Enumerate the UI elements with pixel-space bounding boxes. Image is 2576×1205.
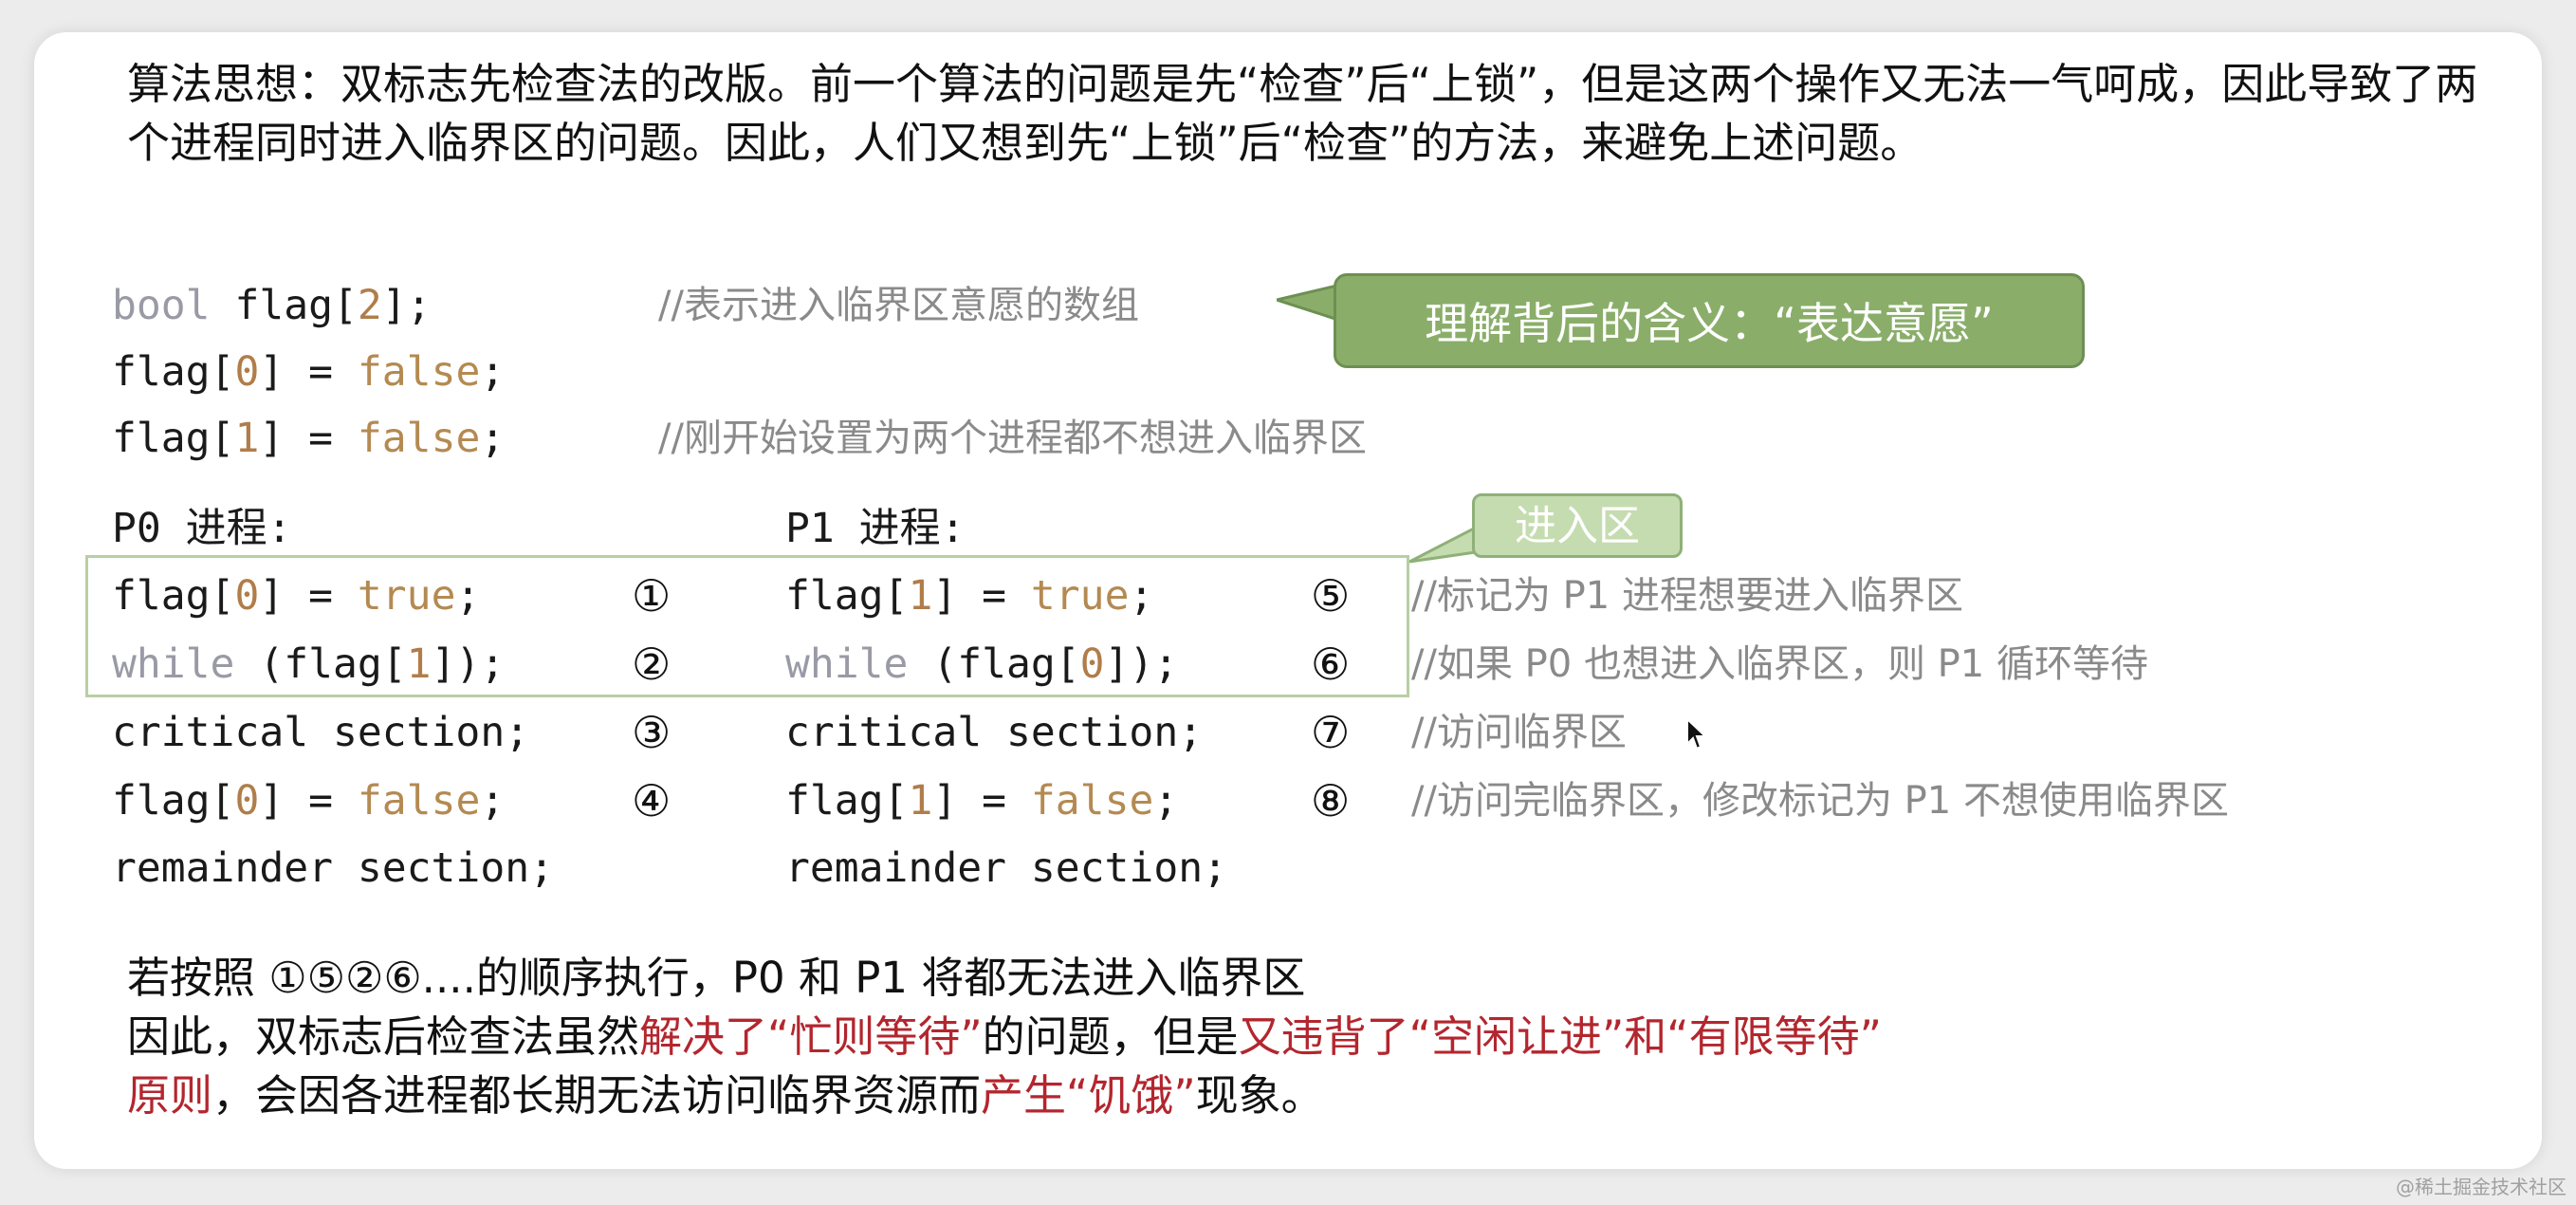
meaning-callout: 理解背后的含义：“表达意愿” bbox=[1334, 273, 2085, 368]
code-number: 1 bbox=[908, 572, 933, 620]
code-number: 1 bbox=[908, 777, 933, 825]
decl-comment-1: //表示进入临界区意愿的数组 bbox=[658, 284, 1139, 327]
code-text: flag[ bbox=[112, 415, 235, 462]
code-text: ; bbox=[1153, 777, 1179, 825]
summary-text: ，会因各进程都长期无法访问临界资源而 bbox=[212, 1070, 982, 1121]
p1-line-5: remainder section; bbox=[785, 844, 1227, 892]
code-number: 2 bbox=[357, 282, 382, 329]
step-mark-3: ③ bbox=[632, 707, 672, 758]
p1-comment-1: //标记为 P1 进程想要进入临界区 bbox=[1411, 574, 1963, 618]
step-mark-2: ② bbox=[632, 639, 672, 690]
code-decl-line-2: flag[0] = false; bbox=[112, 348, 505, 396]
code-text: ] = bbox=[259, 777, 358, 825]
code-text: (flag[ bbox=[234, 640, 407, 688]
code-literal: false bbox=[357, 415, 481, 462]
p0-line-2: while (flag[1]); bbox=[112, 640, 505, 688]
step-mark-4: ④ bbox=[632, 775, 672, 826]
emphasis-text: 产生“饥饿” bbox=[981, 1070, 1196, 1121]
step-mark-8: ⑧ bbox=[1311, 775, 1351, 826]
code-text: (flag[ bbox=[908, 640, 1080, 688]
code-text: ] = bbox=[259, 348, 358, 396]
step-mark-6: ⑥ bbox=[1311, 639, 1351, 690]
code-text: flag[ bbox=[112, 348, 235, 396]
code-text: ] = bbox=[259, 415, 358, 462]
emphasis-text: 原则 bbox=[127, 1070, 213, 1121]
decl-comment-3: //刚开始设置为两个进程都不想进入临界区 bbox=[658, 417, 1367, 460]
summary-text: 的问题，但是 bbox=[982, 1011, 1239, 1062]
step-mark-7: ⑦ bbox=[1311, 707, 1351, 758]
summary-text: 现象。 bbox=[1195, 1070, 1324, 1121]
entry-label-pointer bbox=[1409, 528, 1476, 564]
entry-section-box bbox=[85, 555, 1409, 697]
p1-header: P1 进程: bbox=[785, 505, 966, 552]
p1-line-2: while (flag[0]); bbox=[785, 640, 1178, 688]
watermark: @稀土掘金技术社区 bbox=[2396, 1176, 2567, 1198]
code-literal: false bbox=[1030, 777, 1154, 825]
code-text: ] = bbox=[932, 572, 1031, 620]
p1-line-1: flag[1] = true; bbox=[785, 572, 1153, 620]
code-decl-line-1: bool flag[2]; bbox=[112, 282, 432, 329]
code-text: flag[ bbox=[785, 777, 909, 825]
emphasis-text: 又违背了“空闲让进”和“有限等待” bbox=[1238, 1011, 1882, 1062]
step-mark-1: ① bbox=[632, 570, 672, 621]
code-text: flag[ bbox=[112, 572, 235, 620]
code-literal: true bbox=[357, 572, 456, 620]
p0-line-5: remainder section; bbox=[112, 844, 554, 892]
code-text: flag[ bbox=[112, 777, 235, 825]
code-literal: false bbox=[357, 777, 481, 825]
keyword-while: while bbox=[112, 640, 235, 688]
code-text: ; bbox=[480, 415, 506, 462]
algorithm-idea-text: 算法思想：双标志先检查法的改版。前一个算法的问题是先“检查”后“上锁”，但是这两… bbox=[127, 59, 2478, 168]
code-text: flag[ bbox=[210, 282, 358, 329]
keyword-while: while bbox=[785, 640, 909, 688]
p0-line-3: critical section; bbox=[112, 709, 530, 756]
slide-card bbox=[34, 32, 2542, 1169]
code-text: flag[ bbox=[785, 572, 909, 620]
summary-line-3: 原则，会因各进程都长期无法访问临界资源而产生“饥饿”现象。 bbox=[127, 1066, 2498, 1125]
mouse-cursor-icon bbox=[1686, 718, 1707, 751]
entry-section-label: 进入区 bbox=[1472, 493, 1683, 558]
callout-pointer bbox=[1277, 285, 1341, 323]
code-text: ] = bbox=[259, 572, 358, 620]
code-number: 1 bbox=[406, 640, 432, 688]
step-mark-5: ⑤ bbox=[1311, 570, 1351, 621]
code-number: 0 bbox=[234, 348, 260, 396]
summary-line-1: 若按照 ①⑤②⑥....的顺序执行，P0 和 P1 将都无法进入临界区 bbox=[127, 953, 1306, 1003]
code-text: ]; bbox=[381, 282, 432, 329]
p0-header: P0 进程: bbox=[112, 505, 292, 552]
summary-line-2: 因此，双标志后检查法虽然解决了“忙则等待”的问题，但是又违背了“空闲让进”和“有… bbox=[127, 1008, 2498, 1066]
code-number: 1 bbox=[234, 415, 260, 462]
code-decl-line-3: flag[1] = false; bbox=[112, 415, 505, 462]
code-number: 0 bbox=[234, 777, 260, 825]
code-number: 0 bbox=[1079, 640, 1105, 688]
code-text: ] = bbox=[932, 777, 1031, 825]
code-text: ]); bbox=[1104, 640, 1179, 688]
p1-comment-3: //访问临界区 bbox=[1411, 711, 1627, 754]
p1-line-3: critical section; bbox=[785, 709, 1204, 756]
code-number: 0 bbox=[234, 572, 260, 620]
code-literal: false bbox=[357, 348, 481, 396]
code-text: ]); bbox=[431, 640, 506, 688]
code-text: ; bbox=[480, 777, 506, 825]
code-text: ; bbox=[1129, 572, 1154, 620]
keyword-bool: bool bbox=[112, 282, 211, 329]
emphasis-text: 解决了“忙则等待” bbox=[639, 1011, 983, 1062]
p1-comment-2: //如果 P0 也想进入临界区，则 P1 循环等待 bbox=[1411, 642, 2148, 686]
p0-line-4: flag[0] = false; bbox=[112, 777, 505, 825]
summary-block: 若按照 ①⑤②⑥....的顺序执行，P0 和 P1 将都无法进入临界区 因此，双… bbox=[127, 949, 2498, 1125]
code-text: ; bbox=[455, 572, 481, 620]
p1-line-4: flag[1] = false; bbox=[785, 777, 1178, 825]
summary-text: 因此，双标志后检查法虽然 bbox=[127, 1011, 640, 1062]
p1-comment-4: //访问完临界区，修改标记为 P1 不想使用临界区 bbox=[1411, 779, 2229, 823]
p0-line-1: flag[0] = true; bbox=[112, 572, 480, 620]
code-literal: true bbox=[1030, 572, 1130, 620]
code-text: ; bbox=[480, 348, 506, 396]
